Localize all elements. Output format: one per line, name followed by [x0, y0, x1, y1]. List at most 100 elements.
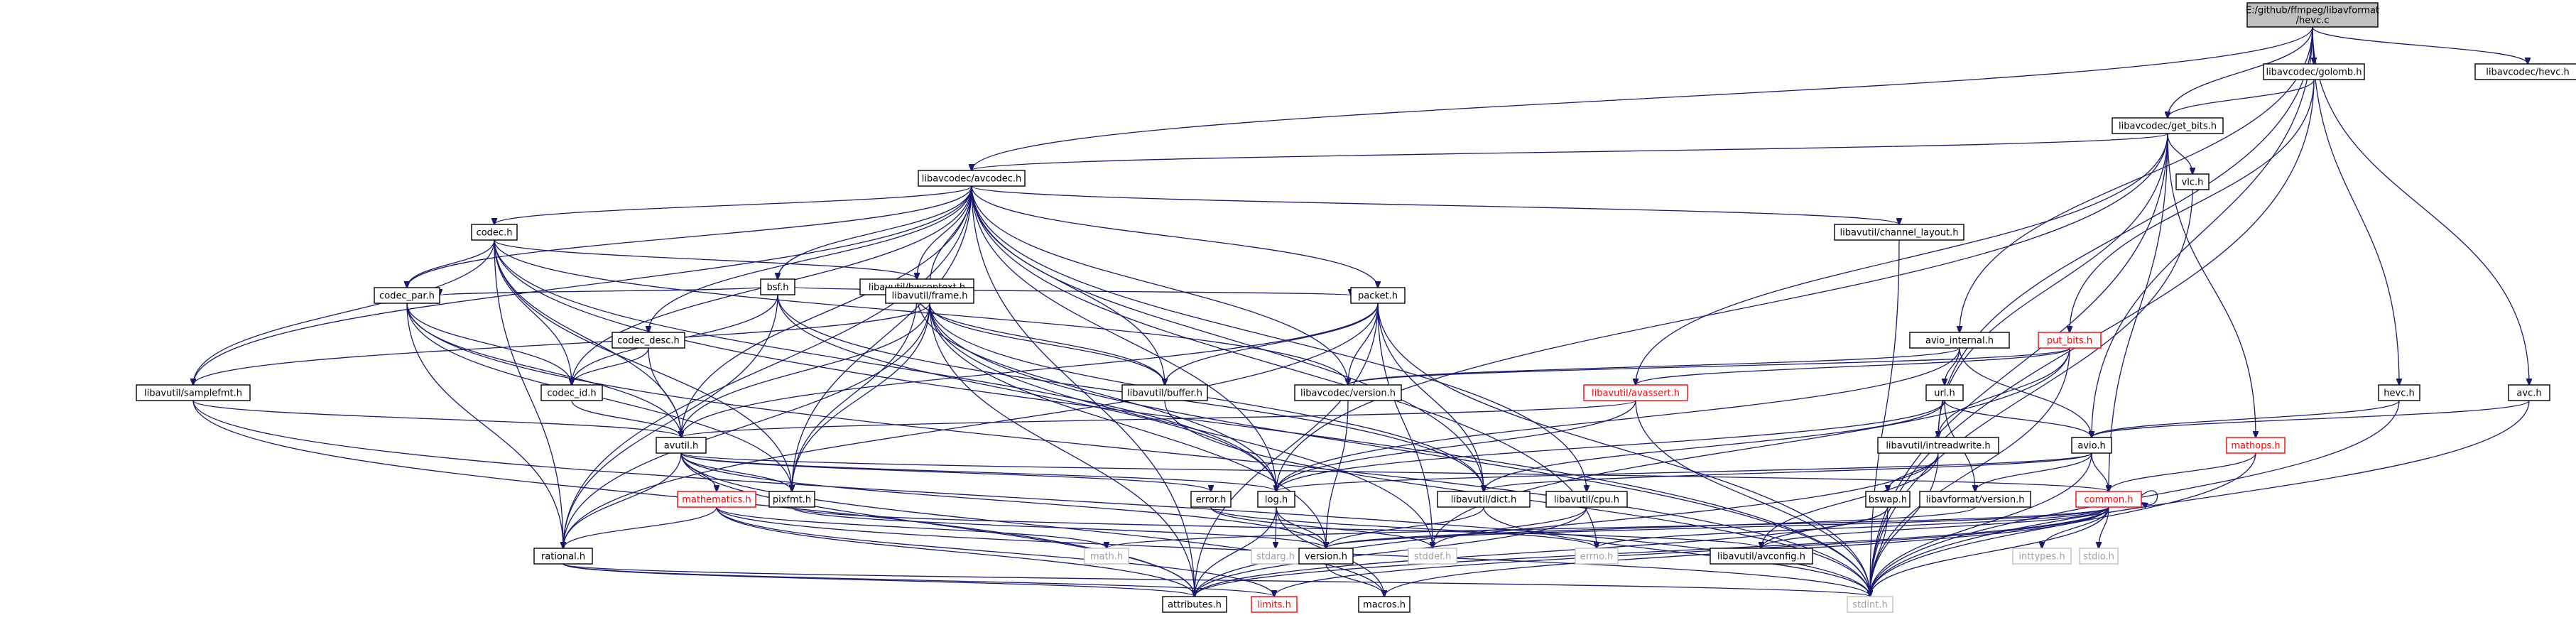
- node-box: [2075, 491, 2142, 508]
- node-label: libavcodec/version.h: [1300, 388, 1396, 399]
- edge-rational-to-stdint: [563, 563, 1870, 597]
- node-label: libavcodec/hevc.h: [2486, 67, 2569, 78]
- edge-avch-to-stdint: [1870, 400, 2530, 597]
- edge-pixfmt-to-version: [791, 506, 1326, 548]
- node-fmtversion[interactable]: libavformat/version.h: [1919, 491, 2031, 508]
- edge-codecdesc-to-codecid: [572, 347, 649, 385]
- edge-avio_internal-to-log: [1276, 347, 1960, 491]
- edge-hevch-to-avio: [2092, 400, 2400, 437]
- node-box: [136, 384, 251, 401]
- edge-mathematics-to-math: [716, 506, 1107, 548]
- node-golomb[interactable]: libavcodec/golomb.h: [2263, 63, 2365, 80]
- node-frame[interactable]: libavutil/frame.h: [885, 287, 974, 304]
- node-url[interactable]: url.h: [1925, 384, 1964, 401]
- node-avio[interactable]: avio.h: [2071, 437, 2112, 454]
- edge-version-to-macros: [1325, 563, 1384, 597]
- edge-putbits-to-codecver: [1348, 347, 2070, 385]
- node-box: [1925, 384, 1964, 401]
- node-mathematics[interactable]: mathematics.h: [677, 491, 756, 508]
- node-label: avc.h: [2516, 388, 2541, 399]
- node-pixfmt[interactable]: pixfmt.h: [768, 491, 815, 508]
- node-label: stdint.h: [1852, 600, 1887, 611]
- node-chlayout[interactable]: libavutil/channel_layout.h: [1834, 224, 1964, 241]
- edge-frame-to-avutil: [681, 303, 930, 437]
- edge-avio_internal-to-url: [1945, 347, 1960, 385]
- edge-avutil-to-pixfmt: [680, 452, 792, 491]
- node-box: [1909, 332, 2010, 349]
- node-avutil[interactable]: avutil.h: [656, 437, 707, 454]
- node-dict[interactable]: libavutil/dict.h: [1437, 491, 1531, 508]
- node-codecver[interactable]: libavcodec/version.h: [1294, 384, 1402, 401]
- node-box: [1583, 384, 1688, 401]
- node-common[interactable]: common.h: [2075, 491, 2142, 508]
- edge-avcodec-to-hwctx: [917, 185, 972, 279]
- edge-error-to-stddef: [1210, 506, 1433, 548]
- edge-avio-to-common: [2091, 452, 2109, 491]
- node-box: [1294, 384, 1402, 401]
- node-label: libavutil/dict.h: [1451, 495, 1517, 506]
- node-box: [1545, 491, 1628, 508]
- node-samplefmt[interactable]: libavutil/samplefmt.h: [136, 384, 251, 401]
- node-root[interactable]: E:/github/ffmpeg/libavformat/hevc.c: [2246, 2, 2379, 28]
- node-codech[interactable]: codec.h: [471, 224, 518, 241]
- node-buffer[interactable]: libavutil/buffer.h: [1121, 384, 1208, 401]
- node-box: [1251, 596, 1298, 613]
- edge-avcodec-to-log: [971, 185, 1276, 491]
- node-box: [885, 287, 974, 304]
- edge-avio-to-log: [1276, 452, 2092, 491]
- edge-bsf-to-codecpar: [440, 286, 761, 295]
- node-label: put_bits.h: [2047, 336, 2092, 347]
- node-label: libavutil/channel_layout.h: [1840, 228, 1959, 239]
- node-box: [656, 437, 707, 454]
- node-avcodec[interactable]: libavcodec/avcodec.h: [918, 170, 1026, 187]
- node-box: [1121, 384, 1208, 401]
- node-hevch[interactable]: hevc.h: [2378, 384, 2420, 401]
- node-codechevc[interactable]: libavcodec/hevc.h: [2474, 63, 2576, 80]
- node-box: [1877, 437, 1999, 454]
- node-limits[interactable]: limits.h: [1251, 596, 1298, 613]
- node-macros[interactable]: macros.h: [1358, 596, 1411, 613]
- node-box: [1710, 548, 1813, 565]
- node-version[interactable]: version.h: [1298, 548, 1354, 565]
- node-packet[interactable]: packet.h: [1350, 287, 1406, 304]
- edge-codech-to-codecid: [494, 239, 572, 385]
- node-codecdesc[interactable]: codec_desc.h: [612, 332, 685, 349]
- node-avassert[interactable]: libavutil/avassert.h: [1583, 384, 1688, 401]
- node-codecid[interactable]: codec_id.h: [540, 384, 603, 401]
- edge-codech-to-hwctx: [494, 239, 917, 279]
- node-getbits[interactable]: libavcodec/get_bits.h: [2112, 117, 2224, 134]
- node-mathops[interactable]: mathops.h: [2226, 437, 2286, 454]
- node-error[interactable]: error.h: [1190, 491, 1232, 508]
- node-bsf[interactable]: bsf.h: [760, 278, 795, 295]
- node-avio_internal[interactable]: avio_internal.h: [1909, 332, 2010, 349]
- node-label: libavutil/buffer.h: [1127, 388, 1202, 399]
- node-label: /hevc.c: [2296, 16, 2330, 26]
- node-rational[interactable]: rational.h: [533, 548, 593, 565]
- edge-avassert-to-avutil: [681, 400, 1636, 437]
- node-label: packet.h: [1358, 291, 1398, 302]
- node-box: [2378, 384, 2420, 401]
- node-log[interactable]: log.h: [1257, 491, 1295, 508]
- node-label: limits.h: [1257, 600, 1291, 611]
- edge-root-to-codechevc: [2312, 26, 2528, 64]
- node-avch[interactable]: avc.h: [2508, 384, 2550, 401]
- node-bswap[interactable]: bswap.h: [1865, 491, 1911, 508]
- node-label: avutil.h: [664, 441, 699, 452]
- node-label: mathematics.h: [682, 495, 751, 506]
- edge-avutil-to-rational: [563, 452, 682, 548]
- edge-intrw-to-bswap: [1888, 452, 1939, 491]
- node-cpu[interactable]: libavutil/cpu.h: [1545, 491, 1628, 508]
- node-putbits[interactable]: put_bits.h: [2038, 332, 2102, 349]
- node-vlc[interactable]: vlc.h: [2175, 173, 2210, 190]
- node-box: [1437, 491, 1531, 508]
- edge-common-to-avconfig: [1761, 506, 2109, 548]
- node-attributes[interactable]: attributes.h: [1162, 596, 1227, 613]
- node-avconfig[interactable]: libavutil/avconfig.h: [1710, 548, 1813, 565]
- edge-frame-to-attributes: [929, 303, 1195, 597]
- node-label: libavutil/avconfig.h: [1717, 552, 1805, 562]
- node-intrw[interactable]: libavutil/intreadwrite.h: [1877, 437, 1999, 454]
- edge-packet-to-dict: [1377, 303, 1484, 491]
- node-label: libavcodec/get_bits.h: [2119, 121, 2217, 132]
- edge-hwctx-to-pixfmt: [792, 294, 918, 491]
- node-codecpar[interactable]: codec_par.h: [374, 287, 440, 304]
